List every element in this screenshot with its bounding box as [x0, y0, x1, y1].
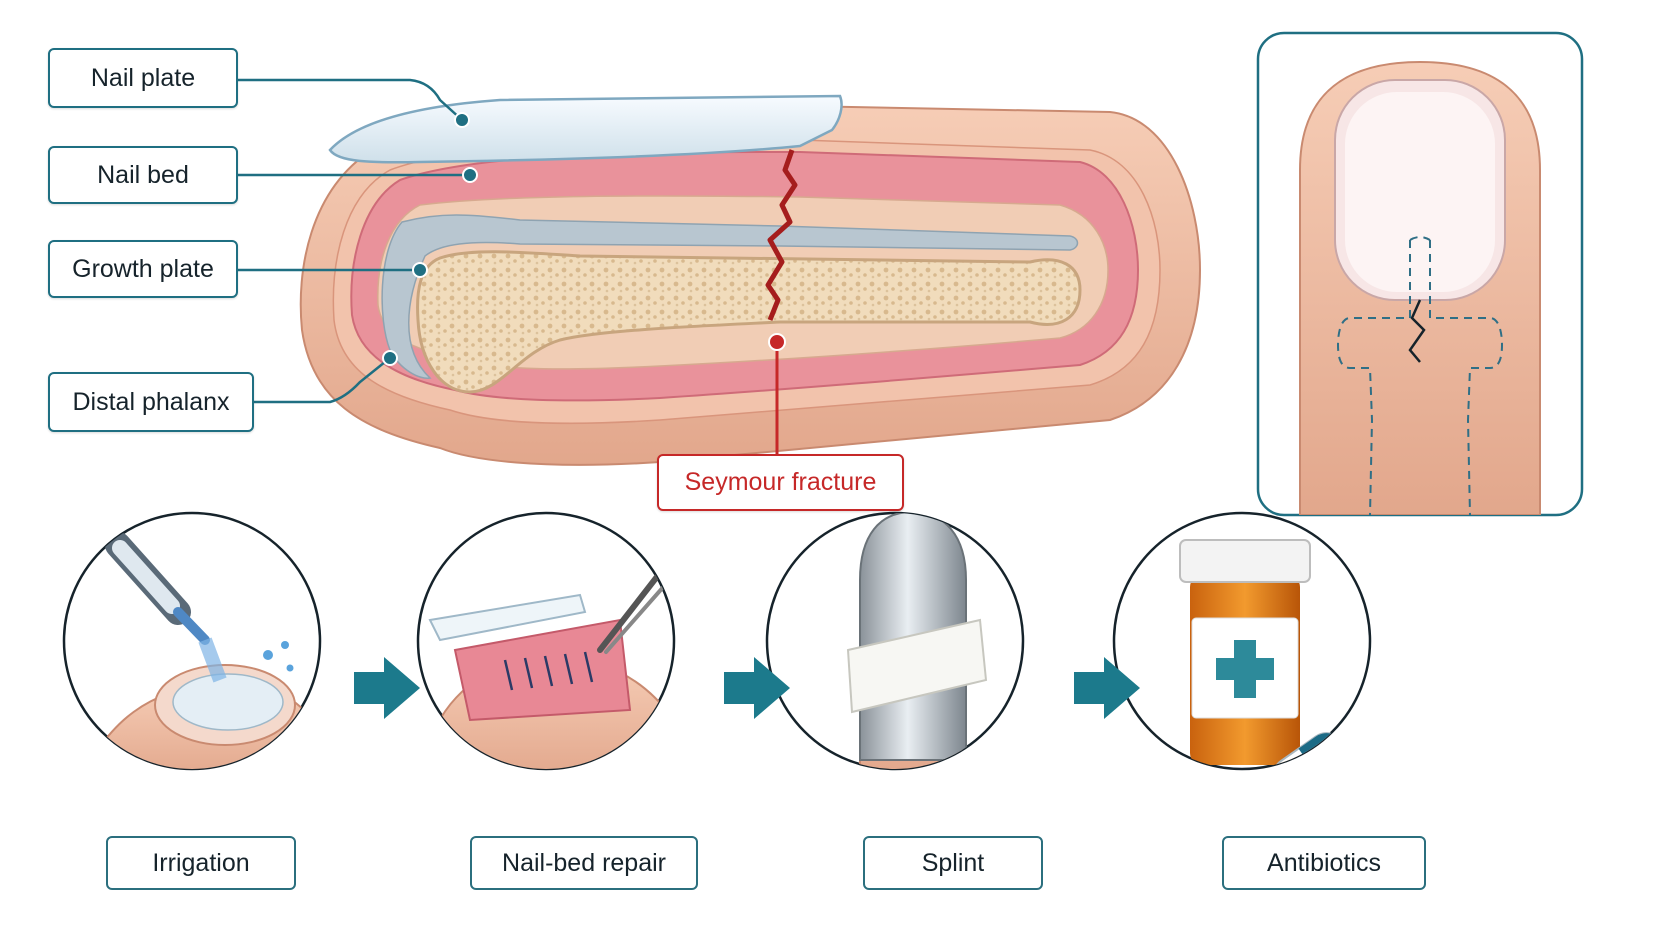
pill-bottle-icon [1179, 539, 1347, 769]
arrow-2 [724, 657, 790, 719]
finger-splint-icon [846, 513, 988, 769]
arrow-3 [1074, 657, 1140, 719]
leader-dots [382, 112, 478, 366]
fracture-line [765, 149, 798, 321]
fingertip-cross-section [299, 94, 1202, 466]
top-view-finger [1299, 60, 1541, 515]
step-label-irrigation: Irrigation [106, 836, 296, 890]
label-nail-plate: Nail plate [48, 48, 238, 108]
label-distal-phalanx: Distal phalanx [48, 372, 254, 432]
step-label-splint: Splint [863, 836, 1043, 890]
step-label-antibiotics: Antibiotics [1222, 836, 1426, 890]
label-growth-plate: Growth plate [48, 240, 238, 298]
distal-phalanx-bone [416, 250, 1082, 394]
flow-arrows [354, 657, 1140, 719]
fracture-pointer [768, 333, 786, 455]
arrow-1 [354, 657, 420, 719]
leader-lines [238, 78, 470, 404]
step-label-nail-bed-repair: Nail-bed repair [470, 836, 698, 890]
label-seymour-fracture: Seymour fracture [657, 454, 904, 511]
growth-plate-band [381, 214, 1079, 379]
nail-plate-shape [328, 94, 843, 164]
label-nail-bed: Nail bed [48, 146, 238, 204]
